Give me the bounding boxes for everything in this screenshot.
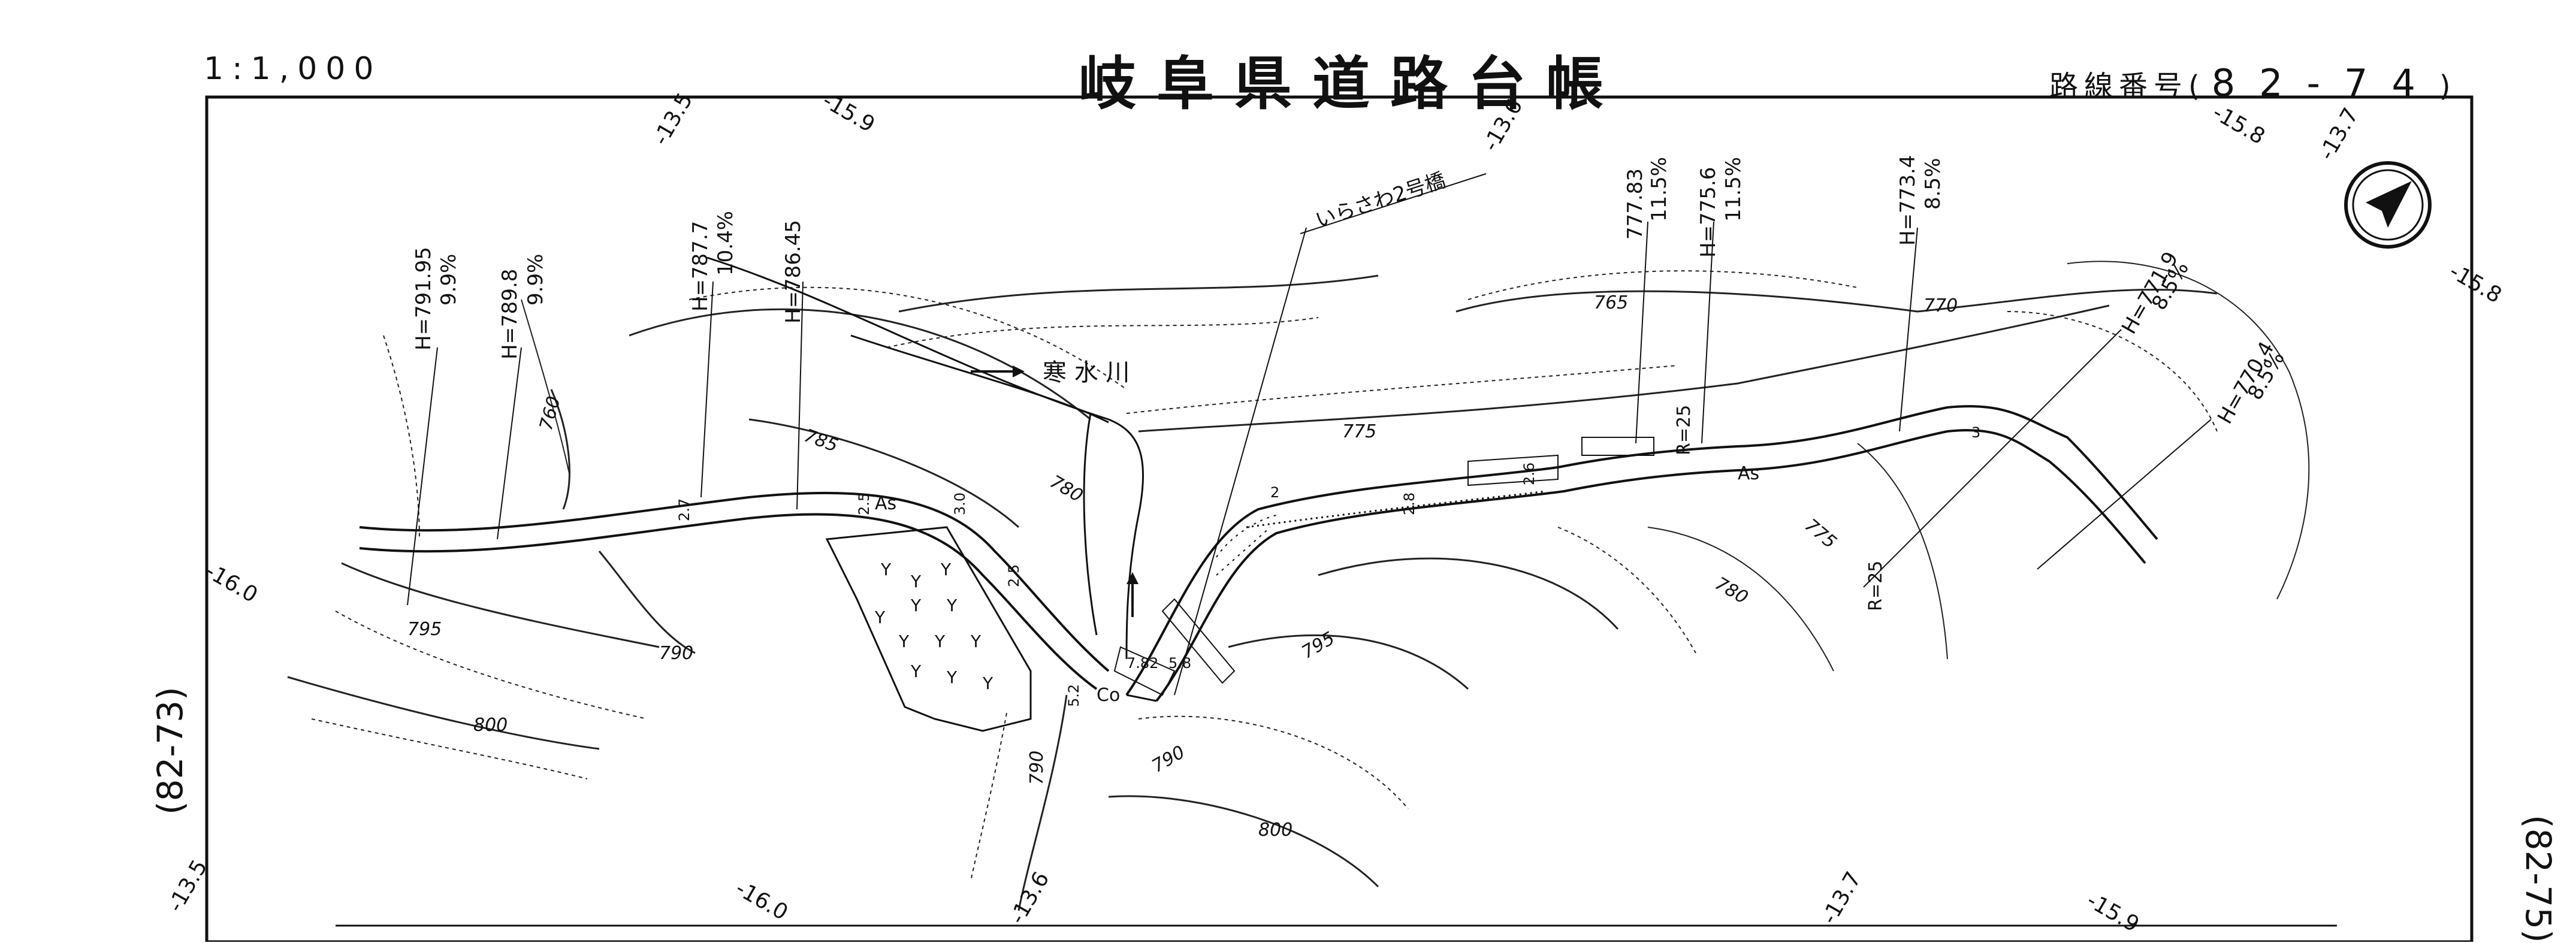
svg-text:Y: Y	[910, 661, 922, 681]
contour-label: 775	[1342, 421, 1376, 442]
svg-text:Y: Y	[934, 631, 946, 651]
elevation-label: H=787.7	[688, 221, 712, 312]
bridge-structure	[1113, 437, 1654, 696]
curve-radius-label: R=25	[1865, 561, 1886, 611]
gradient-label: 9.9%	[437, 254, 461, 306]
width-label: 2.5	[1005, 564, 1022, 587]
surface-label: As	[875, 493, 896, 514]
contour-label: 785	[801, 425, 841, 457]
width-label: 3	[1971, 424, 1980, 441]
contour-label: 765	[1594, 292, 1628, 313]
bridge-label: いらさわ2号橋	[1312, 168, 1448, 233]
svg-text:Y: Y	[910, 596, 922, 615]
width-label: 3.0	[952, 492, 968, 515]
contour-label: 795	[1298, 628, 1339, 663]
svg-text:Y: Y	[946, 667, 958, 687]
elevation-label: H=773.4	[1896, 155, 1920, 246]
elevation-label: H=791.95	[412, 247, 436, 350]
surface-label: Co	[1097, 685, 1120, 706]
contour-label: 780	[1046, 472, 1086, 507]
elevation-label: 777.83	[1623, 168, 1647, 240]
road-annotations: As As Co R=25 R=25 2.7 2.5 2.6 2.8 3.0 2…	[676, 405, 1980, 707]
page-title: 岐阜県道路台帳	[1079, 50, 1624, 117]
contour-label: 800	[1258, 820, 1292, 841]
grid-mark: -16.0	[732, 876, 792, 925]
gradient-label: 10.4%	[714, 211, 738, 276]
river-label: 寒 水 川	[1043, 359, 1130, 386]
elevation-label: H=775.6	[1696, 167, 1720, 258]
svg-text:Y: Y	[982, 673, 993, 693]
grid-mark: -16.0	[201, 558, 262, 607]
gradient-label: 9.9%	[524, 254, 548, 306]
river	[706, 256, 1144, 660]
contour-label: 770	[1923, 295, 1958, 316]
width-label: 2	[1270, 484, 1279, 501]
contour-labels: 760 765 770 775 775 780 780 785 790 790 …	[407, 292, 1958, 841]
contour-label: 790	[1026, 751, 1047, 785]
curve-radius-label: R=25	[1674, 405, 1695, 455]
svg-text:Y: Y	[946, 596, 958, 615]
contour-label: 800	[473, 715, 508, 736]
grid-mark: -13.6	[1005, 868, 1054, 928]
elevation-labels: H=791.95 9.9% H=789.8 9.9% H=787.7 10.4%…	[412, 155, 2290, 428]
river-annotation: 寒 水 川	[971, 359, 1138, 617]
width-label: 7.82	[1127, 655, 1158, 672]
contour-label: 775	[1801, 515, 1840, 553]
north-arrow-icon	[2344, 161, 2432, 249]
grid-mark: -13.5	[163, 856, 212, 916]
width-label: 2.6	[1521, 463, 1538, 485]
route-number-close: )	[2439, 69, 2457, 103]
scale-label: 1:1,000	[204, 51, 382, 87]
slope-area	[825, 526, 1032, 732]
contour-label: 760	[536, 394, 565, 433]
width-label: 5.2	[1065, 684, 1082, 707]
width-label: 2.7	[676, 498, 693, 521]
svg-text:Y: Y	[970, 631, 982, 651]
road-alignment	[359, 405, 2158, 702]
grid-mark: -15.8	[2209, 100, 2269, 149]
elevation-label: H=786.45	[781, 220, 805, 324]
grid-mark: -13.7	[2314, 104, 2363, 164]
gradient-label: 11.5%	[1647, 157, 1671, 222]
map-frame	[205, 95, 2474, 942]
width-label: 2.8	[1401, 492, 1418, 515]
grid-mark: -15.8	[2445, 259, 2506, 308]
svg-text:Y: Y	[910, 572, 922, 591]
contour-label: 780	[1711, 573, 1751, 609]
contour-label: 795	[407, 619, 442, 640]
river-flow-arrow-head	[1127, 572, 1138, 584]
grid-mark: -13.6	[1478, 95, 1527, 155]
contour-label: 790	[1149, 742, 1189, 777]
grid-mark: -13.7	[1817, 868, 1866, 928]
contour-label: 790	[659, 643, 693, 664]
surface-label: As	[1738, 463, 1759, 484]
width-label: 2.5	[856, 492, 872, 515]
elevation-leader-lines	[407, 221, 2212, 696]
svg-text:Y: Y	[874, 607, 886, 627]
svg-text:Y: Y	[940, 560, 952, 579]
gradient-label: 11.5%	[1722, 157, 1745, 222]
grid-mark: -15.9	[2083, 888, 2143, 937]
contour-lines	[287, 261, 2310, 911]
bridge-annotation: いらさわ2号橋	[1300, 168, 1487, 234]
svg-text:Y: Y	[880, 560, 892, 579]
arrow-right-icon-head	[1013, 365, 1025, 377]
width-label: 5.8	[1168, 655, 1191, 672]
elevation-label: H=789.8	[498, 269, 522, 359]
svg-text:Y: Y	[898, 631, 910, 651]
gradient-label: 8.5%	[1921, 158, 1945, 210]
